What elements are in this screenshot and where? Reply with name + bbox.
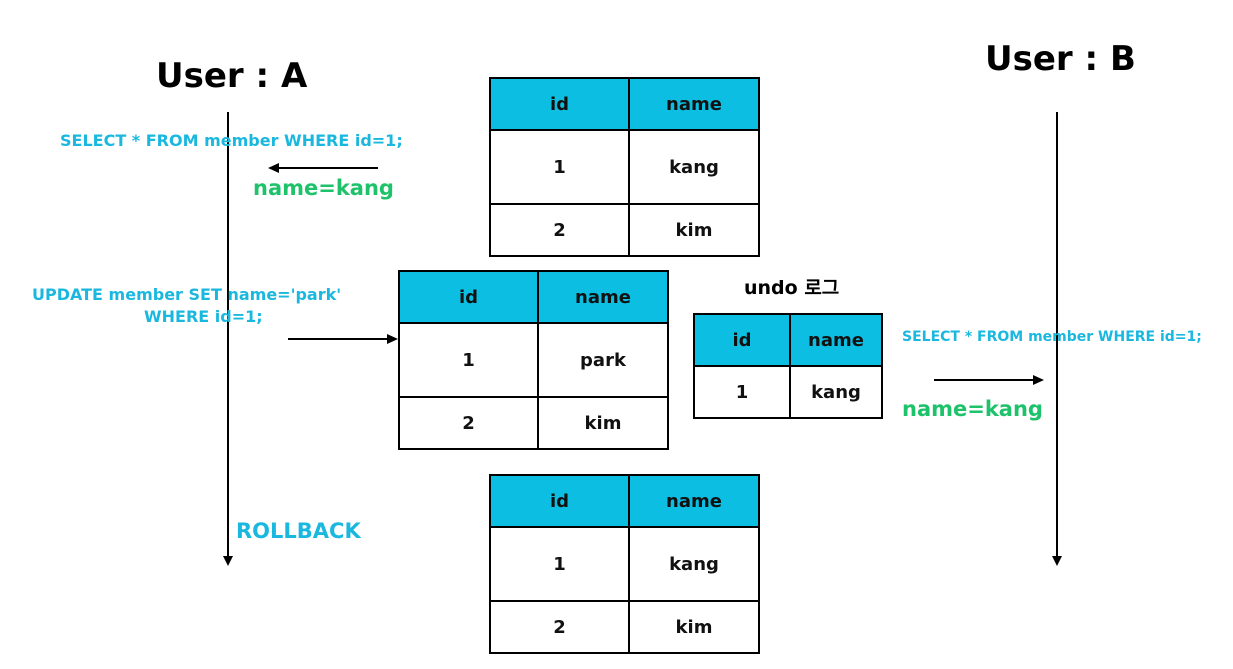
user-b-select-result: name=kang [902,397,1043,421]
user-a-select-query: SELECT * FROM member WHERE id=1; [60,131,403,150]
table-cell-id: 2 [489,203,630,257]
user-a-update-query-line2: WHERE id=1; [144,307,263,326]
user-a-select-arrow-line [278,167,378,169]
table-cell-id: 1 [489,129,630,205]
user-a-title: User : A [156,56,308,96]
table-row: 1 kang [489,129,760,205]
user-b-title: User : B [985,39,1136,79]
table-cell-name: kim [628,600,760,654]
table-header-id: id [489,77,630,131]
user-a-update-query-line1: UPDATE member SET name='park' [32,285,342,304]
table-header-name: name [628,77,760,131]
table-cell-name: kang [628,129,760,205]
table-undo-log: id name 1 kang [693,313,883,419]
user-b-timeline-arrowhead [1052,556,1062,566]
table-cell-id: 1 [398,322,539,398]
table-row: 1 park [398,322,669,398]
user-a-update-arrowhead [387,334,398,344]
table-cell-name: kang [628,526,760,602]
table-after-rollback: id name 1 kang 2 kim [489,474,760,654]
undo-log-title: undo 로그 [744,277,840,299]
table-header-id: id [489,474,630,528]
table-row: 2 kim [489,203,760,257]
user-b-timeline [1056,112,1058,560]
table-cell-id: 2 [398,396,539,450]
table-row: 1 kang [693,365,883,419]
table-after-update: id name 1 park 2 kim [398,270,669,450]
table-header-id: id [398,270,539,324]
table-header-name: name [789,313,883,367]
table-row: 2 kim [489,600,760,654]
table-header-id: id [693,313,791,367]
user-b-select-arrow-line [934,379,1034,381]
user-a-timeline [227,112,229,560]
table-header-name: name [537,270,669,324]
user-a-select-result: name=kang [253,176,394,200]
table-cell-id: 1 [693,365,791,419]
user-a-update-arrow-line [288,338,388,340]
table-cell-id: 2 [489,600,630,654]
table-before-update: id name 1 kang 2 kim [489,77,760,257]
table-row: 1 kang [489,526,760,602]
user-a-timeline-arrowhead [223,556,233,566]
table-cell-id: 1 [489,526,630,602]
table-header-name: name [628,474,760,528]
table-cell-name: kim [628,203,760,257]
user-b-select-arrowhead [1033,375,1044,385]
user-b-select-query: SELECT * FROM member WHERE id=1; [902,329,1202,345]
table-cell-name: kim [537,396,669,450]
user-a-rollback-label: ROLLBACK [236,519,361,543]
user-a-select-arrowhead [268,163,279,173]
table-row: 2 kim [398,396,669,450]
table-cell-name: park [537,322,669,398]
table-cell-name: kang [789,365,883,419]
